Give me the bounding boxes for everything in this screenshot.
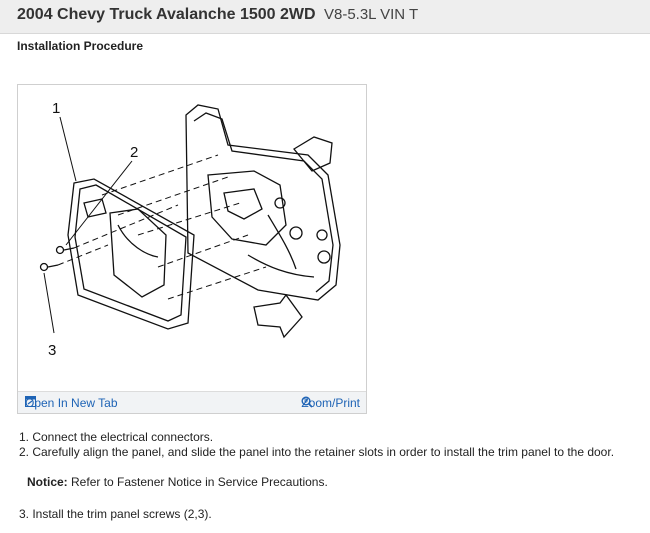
callout-1: 1 (52, 100, 60, 117)
section-title: Installation Procedure (17, 39, 144, 53)
callout-3: 3 (48, 342, 56, 359)
step-2: 2. Carefully align the panel, and slide … (19, 445, 615, 459)
step-3: 3. Install the trim panel screws (2,3). (19, 507, 212, 521)
page-header: 2004 Chevy Truck Avalanche 1500 2WD V8-5… (0, 0, 650, 34)
figure-toolbar: Open In New Tab Zoom/Print (18, 391, 366, 413)
zoom-print-label: Zoom/Print (301, 396, 360, 410)
open-in-new-tab-label: Open In New Tab (25, 396, 118, 410)
callout-2: 2 (130, 144, 138, 161)
engine-subtitle: V8-5.3L VIN T (323, 6, 419, 23)
open-in-new-tab-link[interactable]: Open In New Tab (25, 396, 118, 410)
open-tab-icon (25, 396, 36, 407)
diagram-figure: 1 2 3 Open In New Tab Zoom/Print (17, 84, 367, 414)
step-1: 1. Connect the electrical connectors. (19, 430, 214, 444)
vehicle-title: 2004 Chevy Truck Avalanche 1500 2WD (17, 6, 316, 23)
notice-text: Refer to Fastener Notice in Service Prec… (71, 475, 328, 489)
notice-label: Notice: (27, 475, 68, 489)
zoom-icon (301, 396, 313, 408)
door-panel-diagram: 1 2 3 (39, 100, 341, 359)
fastener-notice: Notice: Refer to Fastener Notice in Serv… (27, 475, 328, 489)
zoom-print-link[interactable]: Zoom/Print (301, 396, 360, 410)
